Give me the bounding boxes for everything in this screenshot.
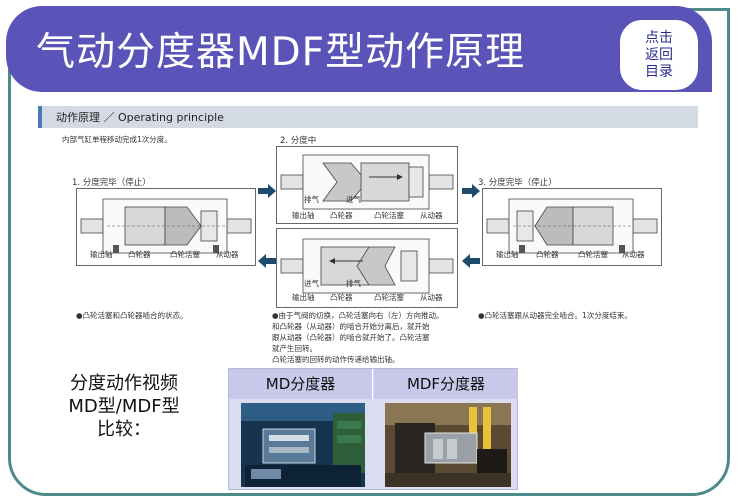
stage-2b-cam-piston-label: 凸轮活塞 — [374, 293, 404, 302]
arrow-right-icon-2 — [462, 184, 480, 198]
mdf-column-header: MDF分度器 — [374, 369, 518, 399]
comparison-title: 分度动作视频 MD型/MDF型 比较： — [58, 372, 190, 441]
stage-2-drawing-forward — [276, 146, 458, 224]
note-stage-3: ●凸轮活塞跟从动器完全啮合。1次分度结束。 — [478, 311, 632, 320]
diagram-header-text: 动作原理 ／ Operating principle — [56, 111, 224, 124]
stage-3-drawing — [482, 188, 662, 266]
stage-2-drawing-return — [276, 228, 458, 308]
stage-1-mechanism-icon — [80, 198, 252, 254]
stage-3-follower-label: 从动器 — [622, 250, 645, 259]
comparison-title-line-1: 分度动作视频 — [70, 373, 178, 394]
stage-3-output-shaft-label: 输出轴 — [496, 250, 519, 259]
stage-2a-cam-label: 凸轮器 — [330, 211, 353, 220]
stage-2a-follower-label: 从动器 — [420, 211, 443, 220]
operating-principle-diagram: 动作原理 ／ Operating principle 内部气缸单程移动完成1次分… — [38, 106, 698, 365]
comparison-title-line-2: MD型/MDF型 — [68, 396, 180, 417]
comparison-title-line-3: 比较： — [97, 419, 151, 440]
stage-2-label: 2. 分度中 — [280, 136, 317, 146]
stage-2a-intake-label: 进气 — [346, 195, 361, 204]
arrow-left-icon-2 — [462, 254, 480, 268]
note-stage-2-line-4: 就产生回转。 — [272, 344, 317, 353]
intro-text: 内部气缸单程移动完成1次分度。 — [62, 135, 172, 144]
note-stage-2: ●由于气阀的切换，凸轮活塞向右（左）方向推动。 和凸轮器（从动器）的啮合开始分离… — [272, 310, 472, 365]
comparison-table: MD分度器 MDF分度器 — [228, 368, 518, 490]
arrow-right-icon-1 — [258, 184, 276, 198]
note-stage-2-line-5: 凸轮活塞的回转的动作传递给输出轴。 — [272, 355, 400, 364]
diagram-header: 动作原理 ／ Operating principle — [38, 106, 698, 128]
stage-2b-follower-label: 从动器 — [420, 293, 443, 302]
mdf-video-frame-image — [385, 403, 511, 487]
arrow-left-icon-1 — [258, 254, 276, 268]
md-video-frame-image — [241, 403, 365, 487]
back-button-line-2: 返回 — [645, 46, 673, 63]
stage-2a-output-shaft-label: 输出轴 — [292, 211, 315, 220]
stage-1-drawing — [76, 188, 256, 266]
stage-3-cam-label: 凸轮器 — [536, 250, 559, 259]
stage-2b-exhaust-label: 排气 — [346, 279, 361, 288]
stage-2-return-mechanism-icon — [280, 238, 454, 294]
stage-2a-cam-piston-label: 凸轮活塞 — [374, 211, 404, 220]
note-stage-2-line-3: 跟从动器（凸轮器）的啮合就开始了。凸轮活塞 — [272, 333, 430, 342]
stage-1-cam-piston-label: 凸轮活塞 — [170, 250, 200, 259]
stage-2b-intake-label: 进气 — [304, 279, 319, 288]
stage-1-output-shaft-label: 输出轴 — [90, 250, 113, 259]
stage-2b-output-shaft-label: 输出轴 — [292, 293, 315, 302]
back-button-line-3: 目录 — [645, 63, 673, 80]
title-band: 气动分度器MDF型动作原理 点击 返回 目录 — [6, 6, 712, 92]
stage-3-label: 3. 分度完毕（停止） — [478, 178, 557, 188]
back-to-contents-button[interactable]: 点击 返回 目录 — [620, 20, 698, 90]
stage-3-mechanism-icon — [486, 198, 658, 254]
page-title: 气动分度器MDF型动作原理 — [36, 30, 526, 75]
back-button-line-1: 点击 — [645, 29, 673, 46]
note-stage-2-line-2: 和凸轮器（从动器）的啮合开始分离后，就开始 — [272, 322, 430, 331]
stage-1-cam-label: 凸轮器 — [128, 250, 151, 259]
stage-3-cam-piston-label: 凸轮活塞 — [578, 250, 608, 259]
md-video-thumbnail[interactable] — [241, 403, 365, 487]
stage-1-label: 1. 分度完毕（停止） — [72, 178, 151, 188]
note-stage-2-line-1: ●由于气阀的切换，凸轮活塞向右（左）方向推动。 — [272, 311, 444, 320]
stage-2-forward-mechanism-icon — [280, 154, 454, 210]
mdf-video-thumbnail[interactable] — [385, 403, 511, 487]
stage-2a-exhaust-label: 排气 — [304, 195, 319, 204]
stage-2b-cam-label: 凸轮器 — [330, 293, 353, 302]
md-column-header: MD分度器 — [229, 369, 373, 399]
note-stage-1: ●凸轮活塞和凸轮器啮合的状态。 — [76, 311, 188, 320]
stage-1-follower-label: 从动器 — [216, 250, 239, 259]
